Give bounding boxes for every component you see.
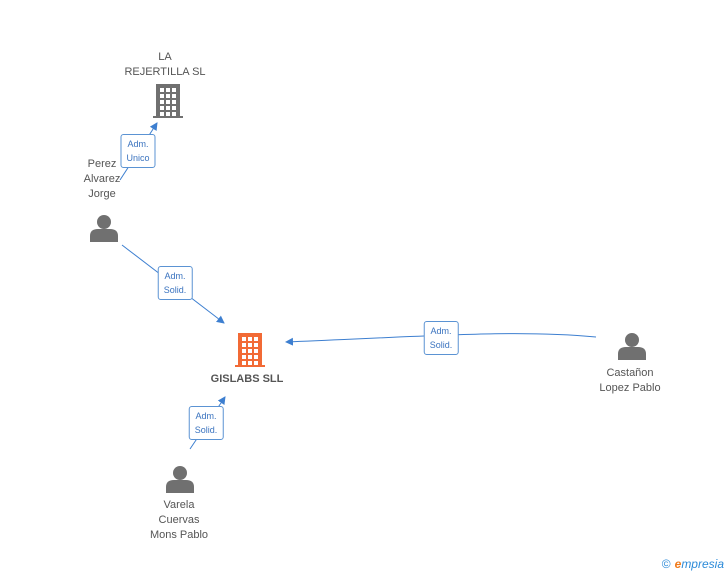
empresia-logo: ©empresia [662,557,724,571]
person-icon-varela[interactable] [166,466,194,493]
copyright-symbol: © [661,557,671,571]
node-label-castanon[interactable]: Castañon Lopez Pablo [599,367,661,394]
node-label-la_rejertilla[interactable]: LA REJERTILLA SL [124,51,206,78]
main-company-building-icon-gislabs[interactable] [235,333,265,367]
edge-label-castanon-to-gislabs[interactable]: Adm. Solid. [423,321,459,355]
edge-label-perez-to-gislabs[interactable]: Adm. Solid. [157,266,193,300]
node-label-varela[interactable]: Varela Cuervas Mons Pablo [149,499,209,541]
edge-castanon-to-gislabs [285,333,597,346]
person-icon-castanon[interactable] [618,333,646,360]
edge-label-varela-to-gislabs[interactable]: Adm. Solid. [188,406,224,440]
brand-initial: e [674,557,682,571]
brand-name: mpresia [681,557,724,571]
edge-label-perez-to-la_rejertilla[interactable]: Adm. Unico [120,134,156,168]
node-label-perez[interactable]: Perez Alvarez Jorge [83,158,121,200]
node-label-gislabs[interactable]: GISLABS SLL [210,373,284,385]
person-icon-perez[interactable] [90,215,118,242]
company-building-icon-la_rejertilla[interactable] [153,84,183,118]
